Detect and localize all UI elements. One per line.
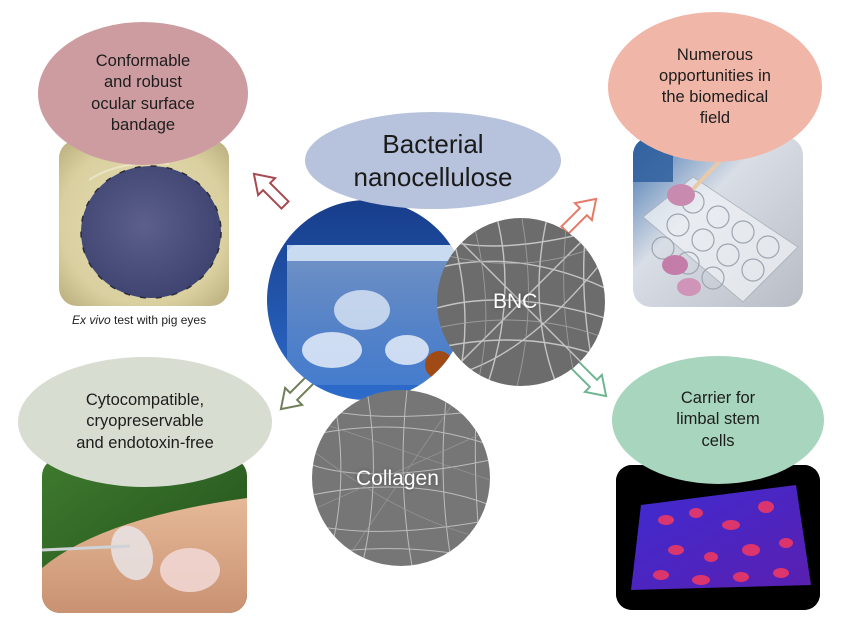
ex-vivo-caption: Ex vivo test with pig eyes: [72, 313, 206, 327]
title-ellipse: Bacterial nanocellulose: [305, 112, 561, 209]
cytocompatible-ellipse: Cytocompatible, cryopreservable and endo…: [18, 357, 272, 487]
diagram-title: Bacterial nanocellulose: [353, 129, 513, 192]
skin-sample-photo: [42, 458, 247, 613]
bandage-ellipse: Conformable and robust ocular surface ba…: [38, 22, 248, 165]
collagen-sem-circle: Collagen: [312, 390, 490, 566]
caption-italic: Ex vivo: [72, 313, 111, 327]
well-plate-photo: [633, 137, 803, 307]
collagen-label: Collagen: [356, 467, 439, 490]
bnc-label: BNC: [493, 290, 538, 313]
pig-eye-photo: [59, 140, 229, 306]
biomedical-ellipse: Numerous opportunities in the biomedical…: [608, 12, 822, 162]
stem-cell-image: [616, 465, 820, 610]
bnc-sample-photo: [267, 200, 467, 400]
arrow-top-left-icon: [252, 172, 290, 210]
bnc-sem-circle: BNC: [437, 218, 605, 386]
limbal-stem-cell-ellipse: Carrier for limbal stem cells: [612, 356, 824, 484]
caption-rest: test with pig eyes: [110, 313, 207, 327]
